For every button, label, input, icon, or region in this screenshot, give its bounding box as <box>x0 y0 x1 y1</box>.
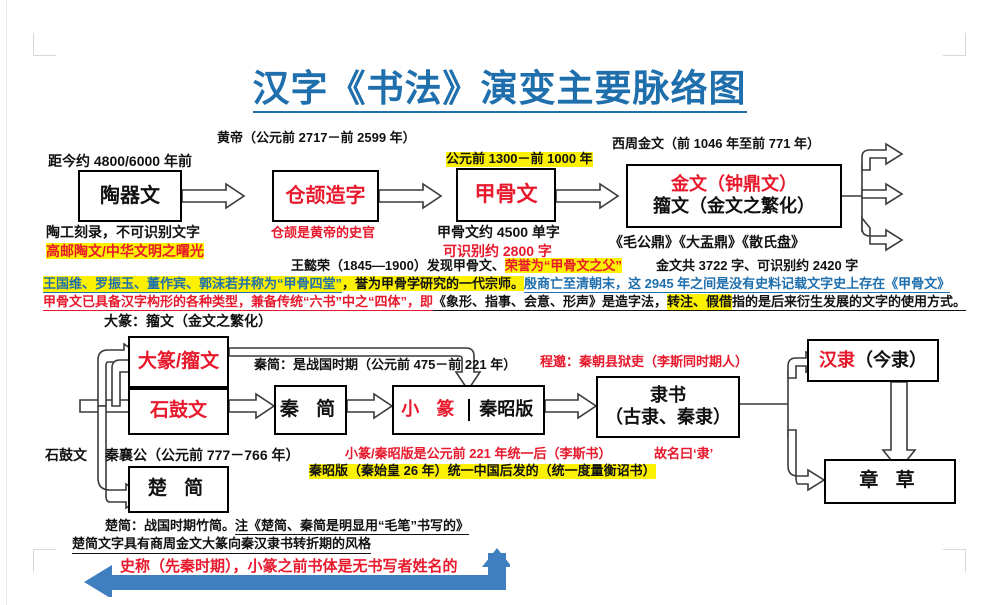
label-distance-today: 距今约 4800/6000 年前 <box>48 153 192 169</box>
box-qinjian-label: 秦 简 <box>279 398 342 420</box>
box-xiaozhuan-label: 小 篆 <box>401 399 461 420</box>
box-xiaozhuan-left[interactable]: 小 篆 <box>394 399 470 421</box>
box-cangjie-zaozi[interactable]: 仓颉造字 <box>272 170 379 222</box>
annotation-sitang: 王国维、罗振玉、董作宾、郭沫若并称为“甲骨四堂”，誉为甲骨学研究的一代宗师。殷商… <box>43 276 951 293</box>
note-xiaozhuan-1: 小篆/秦昭版是公元前 221 年统一后（李斯书） <box>345 446 612 461</box>
annotation-liushu-d: 指的是后来衍生发展的文字的使用方式。 <box>732 294 967 311</box>
annotation-wangyirong-a: 王懿荣（1845—1900）发现甲骨文、 <box>291 258 505 273</box>
corner-mark-bottom-right <box>943 549 966 572</box>
arrow-jinwen-mid <box>861 182 904 206</box>
annotation-sitang-a: 王国维、罗振玉、董作宾、郭沫若并称为“甲骨四堂” <box>43 276 343 293</box>
note-qinjian: 秦简：是战国时期（公元前 475－前 221 年） <box>254 357 517 372</box>
note-chengmiao: 程邈：秦朝县狱吏（李斯同时期人） <box>540 354 749 369</box>
box-chujian[interactable]: 楚 简 <box>128 466 229 513</box>
annotation-wangyirong: 王懿荣（1845—1900）发现甲骨文、荣誉为“甲骨文之父” <box>291 258 622 274</box>
arrow-shigu-to-qinjian <box>228 392 276 420</box>
note-jiagu-2: 可识别约 2800 字 <box>443 243 552 259</box>
box-jinwen-line2: 籀文（金文之繁化） <box>653 196 815 216</box>
annotation-sitang-b: ，誉为甲骨学研究的一代宗师。 <box>342 276 525 291</box>
box-lishu-line2: （古隶、秦隶） <box>605 407 731 427</box>
corner-mark-top-right <box>943 33 966 56</box>
note-tao-1: 陶工刻录，不可识别文字 <box>46 224 200 240</box>
box-xiaozhuan-qinzhaoban[interactable]: 小 篆 秦昭版 <box>392 385 545 435</box>
arrow-jinwen-down <box>861 215 904 252</box>
note-xiaozhuan-2: 秦昭版（秦始皇 26 年）统一中国后发的（统一度量衡诏书） <box>309 463 656 479</box>
box-qinzhaoban-label: 秦昭版 <box>479 399 534 420</box>
note-bottom: 史称（先秦时期），小篆之前书体是无书写者姓名的 <box>120 558 458 575</box>
note-chujian-1b: 注《楚简、秦简是明显用“毛笔”书写的》 <box>235 518 470 535</box>
page-left-edge <box>6 0 7 605</box>
label-huangdi: 黄帝（公元前 2717－前 2599 年） <box>217 130 416 145</box>
note-jinwen-2: 金文共 3722 字、可识别约 2420 字 <box>656 258 859 273</box>
note-chujian-1: 楚简：战国时期竹简。注《楚简、秦简是明显用“毛笔”书写的》 <box>105 518 470 535</box>
annotation-liushu: 甲骨文已具备汉字构形的各种类型，兼备传统“六书”中之“四体”，即《象形、指事、会… <box>43 294 967 311</box>
label-shiguwen-left: 石鼓文 <box>45 447 87 463</box>
page-title-text: 汉字《书法》演变主要脉络图 <box>252 68 747 113</box>
corner-mark-bottom-left <box>33 549 56 572</box>
box-shiguwen[interactable]: 石鼓文 <box>128 388 229 435</box>
note-cangjie: 仓颉是黄帝的史官 <box>271 225 376 240</box>
box-lishu-line1: 隶书 <box>650 385 686 406</box>
box-jiaguwen[interactable]: 甲骨文 <box>456 168 556 222</box>
page-title: 汉字《书法》演变主要脉络图 <box>0 58 999 113</box>
box-zhangcao[interactable]: 章 草 <box>824 459 956 504</box>
box-dazhuan-zhouwen[interactable]: 大篆/籀文 <box>128 336 229 388</box>
annotation-sitang-c: 殷商亡至清朝末，这 2945 年之间是没有史料记载文字史上存在《甲骨文》 <box>524 276 951 293</box>
box-shiguwen-label: 石鼓文 <box>149 400 207 422</box>
box-chujian-label: 楚 简 <box>147 478 210 500</box>
box-dazhuan-zhouwen-label: 大篆/籀文 <box>137 350 220 372</box>
note-qinxianggong: 秦襄公（公元前 777－766 年） <box>105 447 300 463</box>
arrow-lishu-to-zhangcao <box>787 429 826 492</box>
arrow-jiagu-to-jinwen <box>555 182 620 210</box>
box-jinwen-line1: 金文（钟鼎文） <box>671 174 797 195</box>
note-dazhuan: 大篆：籀文（金文之繁化） <box>104 313 272 329</box>
arrow-cangjie-to-jiagu <box>378 182 443 210</box>
note-jinwen-1: 《毛公鼎》《大盂鼎》《散氏盘》 <box>609 234 805 250</box>
note-chujian-2: 楚简文字具有商周金文大篆向秦汉隶书转折期的风格 <box>72 536 372 554</box>
box-zhangcao-label: 章 草 <box>859 470 921 492</box>
note-jiagu-1: 甲骨文约 4500 单字 <box>437 224 560 240</box>
arrow-qinjian-to-xiaozhuan <box>346 392 394 420</box>
annotation-liushu-b: 《象形、指事、会意、形声》是造字法， <box>433 294 668 311</box>
annotation-liushu-a: 甲骨文已具备汉字构形的各种类型，兼备传统“六书”中之“四体”，即 <box>43 294 434 311</box>
box-cangjie-zaozi-label: 仓颉造字 <box>285 185 366 207</box>
box-taoqiwen-label: 陶器文 <box>100 185 160 207</box>
label-oracle-date: 公元前 1300－前 1000 年 <box>446 151 593 167</box>
arrow-jinwen-up <box>861 142 904 171</box>
label-xizhou-jinwen: 西周金文（前 1046 年至前 771 年） <box>612 136 821 151</box>
box-taoqiwen[interactable]: 陶器文 <box>78 170 182 222</box>
box-hanli[interactable]: 汉隶（今隶） <box>807 339 939 382</box>
arrow-hanli-to-zhangcao <box>881 381 917 472</box>
annotation-wangyirong-b: 荣誉为“甲骨文之父” <box>504 258 622 273</box>
box-hanli-label: 汉隶（今隶） <box>819 349 927 370</box>
box-qinjian[interactable]: 秦 简 <box>274 385 347 435</box>
box-lishu[interactable]: 隶书 （古隶、秦隶） <box>596 376 740 438</box>
corner-mark-top-left <box>33 33 56 56</box>
note-guming: 故名曰‘隶’ <box>654 446 714 461</box>
box-qinzhaoban-right[interactable]: 秦昭版 <box>470 399 544 421</box>
annotation-liushu-c: 转注、假借 <box>667 294 733 311</box>
arrow-xiaozhuan-to-lishu <box>544 392 598 420</box>
box-jiaguwen-label: 甲骨文 <box>474 183 538 207</box>
note-chujian-1a: 楚简：战国时期竹简。 <box>105 518 236 533</box>
bottom-blue-arrow <box>84 548 510 597</box>
note-tao-2: 高邮陶文/中华文明之曙光 <box>46 243 204 260</box>
arrow-tao-to-cangjie <box>181 182 246 210</box>
box-jinwen[interactable]: 金文（钟鼎文） 籀文（金文之繁化） <box>626 164 842 228</box>
